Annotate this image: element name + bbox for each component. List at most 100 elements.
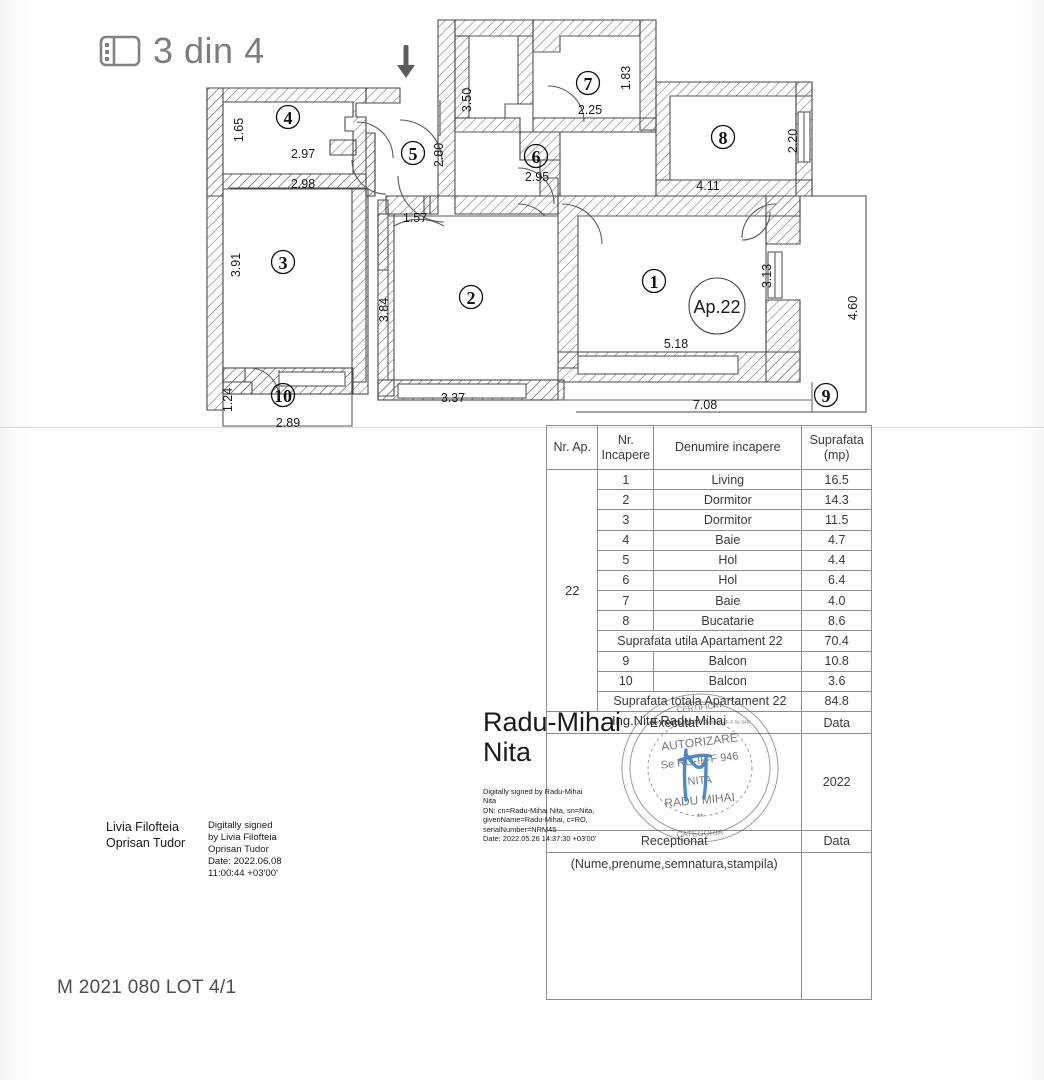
apartment-tag: Ap.22	[688, 277, 746, 335]
apartment-number: 22	[545, 469, 599, 712]
row-area: 14.3	[801, 489, 872, 511]
svg-text:3.37: 3.37	[441, 391, 465, 405]
svg-text:RADU MIHAI: RADU MIHAI	[664, 790, 736, 810]
livia-sig-line4: Date: 2022.06.08	[208, 856, 282, 868]
executat-engineer-name: Ing.Nita Radu Mihai	[612, 713, 727, 728]
svg-text:2.97: 2.97	[291, 147, 315, 161]
row-area: 11.5	[801, 509, 872, 531]
table-row-total: Suprafata totala Apartament 22 84.8	[547, 690, 872, 713]
header-nr-incapere: Nr. Incapere	[597, 424, 655, 471]
row-no: 3	[597, 509, 655, 531]
radu-sig-line2: Nita	[483, 796, 497, 806]
header-suprafata-l2: (mp)	[823, 447, 850, 462]
row-area: 16.5	[801, 469, 872, 491]
svg-text:3.84: 3.84	[377, 298, 391, 322]
row-no: 2	[597, 489, 655, 511]
svg-text:3: 3	[279, 253, 288, 273]
row-area: 10.8	[801, 650, 872, 672]
svg-text:2: 2	[467, 288, 476, 308]
svg-text:2.80: 2.80	[432, 143, 446, 167]
drawing-number: M 2021 080 LOT 4/1	[57, 977, 237, 998]
row-name: Balcon	[653, 670, 803, 692]
authorization-stamp: CERTIFICAT Certificat de autorizare Seri…	[621, 693, 779, 843]
table-row: 6 Hol 6.4	[547, 569, 872, 592]
table-row: 22 1 Living 16.5	[545, 469, 872, 712]
page-indicator-label: 3 din 4	[153, 30, 265, 71]
radu-signature-details: Digitally signed by Radu-Mihai Nita DN: …	[483, 787, 635, 844]
svg-text:Certificat de autorizare Seria: Certificat de autorizare Seria RO-IF-F N…	[650, 720, 749, 726]
table-row: 2 Dormitor 14.3	[547, 489, 872, 511]
row-area: 6.4	[801, 569, 872, 592]
row-no: 9	[597, 650, 655, 672]
svg-text:1.24: 1.24	[221, 388, 235, 412]
executat-body-row: 2022	[545, 733, 872, 831]
svg-text:10: 10	[274, 386, 292, 406]
subtotal-area: 70.4	[801, 630, 872, 652]
row-no: 5	[597, 549, 655, 571]
header-suprafata: Suprafata (mp)	[801, 424, 872, 471]
header-suprafata-l1: Suprafata	[809, 433, 864, 448]
radu-sig-line1: Digitally signed by Radu-Mihai	[483, 787, 583, 796]
row-no: 4	[597, 529, 655, 551]
row-area: 4.0	[801, 590, 872, 612]
svg-text:Ap.22: Ap.22	[693, 297, 740, 317]
livia-sig-line1: Digitally signed	[208, 820, 273, 831]
total-area: 84.8	[801, 690, 872, 713]
room-marker-4: 4	[275, 104, 301, 130]
svg-text:8: 8	[719, 128, 728, 148]
row-area: 4.4	[801, 549, 872, 571]
table-row: 5 Hol 4.4	[547, 549, 872, 571]
executat-year: 2022	[801, 733, 872, 831]
receptionat-date-label: Data	[801, 829, 872, 853]
table-row-subtotal: Suprafata utila Apartament 22 70.4	[547, 630, 872, 652]
row-name: Hol	[653, 549, 803, 571]
floor-plan-drawing: 4 3 10 5 6 7 8 2 1 9 Ap.22 1.65 2.97 2.9…	[206, 19, 867, 430]
radu-sig-line4: givenName=Radu-Mihai, c=RO,	[483, 815, 588, 825]
svg-text:2.20: 2.20	[786, 129, 800, 153]
svg-text:5: 5	[409, 144, 418, 164]
room-marker-2: 2	[458, 284, 484, 310]
svg-text:3.91: 3.91	[229, 253, 243, 277]
svg-text:CATEGORIA: CATEGORIA	[676, 828, 724, 839]
svg-text:**: **	[696, 812, 704, 822]
table-row: 4 Baie 4.7	[547, 529, 872, 551]
total-label: Suprafata totala Apartament 22	[597, 690, 803, 713]
receptionat-body-row: (Nume,prenume,semnatura,stampila)	[545, 851, 872, 1001]
livia-sig-line5: 11:00:44 +03'00'	[208, 868, 278, 880]
room-marker-10: 10	[270, 382, 296, 408]
page-left-edge	[0, 0, 36, 1080]
svg-text:2.95: 2.95	[525, 170, 549, 184]
row-name: Hol	[653, 569, 803, 592]
arrow-down-icon[interactable]	[393, 45, 419, 81]
livia-signature-details: Digitally signed by Livia Filofteia Opri…	[208, 820, 318, 880]
room-marker-8: 8	[710, 124, 736, 150]
row-name: Balcon	[653, 650, 803, 672]
row-no: 1	[597, 469, 655, 491]
room-marker-5: 5	[400, 140, 426, 166]
svg-text:AUTORIZARE: AUTORIZARE	[660, 730, 738, 753]
executat-signature-area	[545, 733, 803, 831]
row-name: Baie	[653, 590, 803, 612]
svg-text:4.11: 4.11	[696, 179, 719, 193]
scrollbar-track[interactable]	[1033, 908, 1040, 1080]
row-no: 6	[597, 569, 655, 592]
svg-text:3.13: 3.13	[760, 264, 774, 288]
svg-text:4: 4	[284, 108, 293, 128]
row-area: 3.6	[801, 670, 872, 692]
svg-text:1.83: 1.83	[619, 66, 633, 90]
livia-sig-line2: by Livia Filofteia	[208, 832, 277, 844]
radu-sig-line5: serialNumber=NRM45	[483, 824, 557, 834]
radu-signature-name: Radu-Mihai Nita	[483, 707, 622, 768]
receptionat-signature-area: (Nume,prenume,semnatura,stampila)	[545, 851, 803, 1001]
receptionat-date-value	[801, 851, 872, 1001]
svg-text:7: 7	[584, 74, 593, 94]
header-denumire: Denumire incapere	[653, 424, 803, 471]
radu-sig-line6: Date: 2022.05.26 14:37:30 +03'00'	[483, 834, 597, 844]
svg-text:1.57: 1.57	[403, 211, 427, 225]
header-nr-ap: Nr. Ap.	[545, 424, 599, 471]
svg-text:5.18: 5.18	[664, 337, 688, 351]
receptionat-header-row: Receptionat Data	[545, 829, 872, 853]
receptionat-note: (Nume,prenume,semnatura,stampila)	[570, 856, 778, 871]
row-name: Bucatarie	[653, 610, 803, 632]
